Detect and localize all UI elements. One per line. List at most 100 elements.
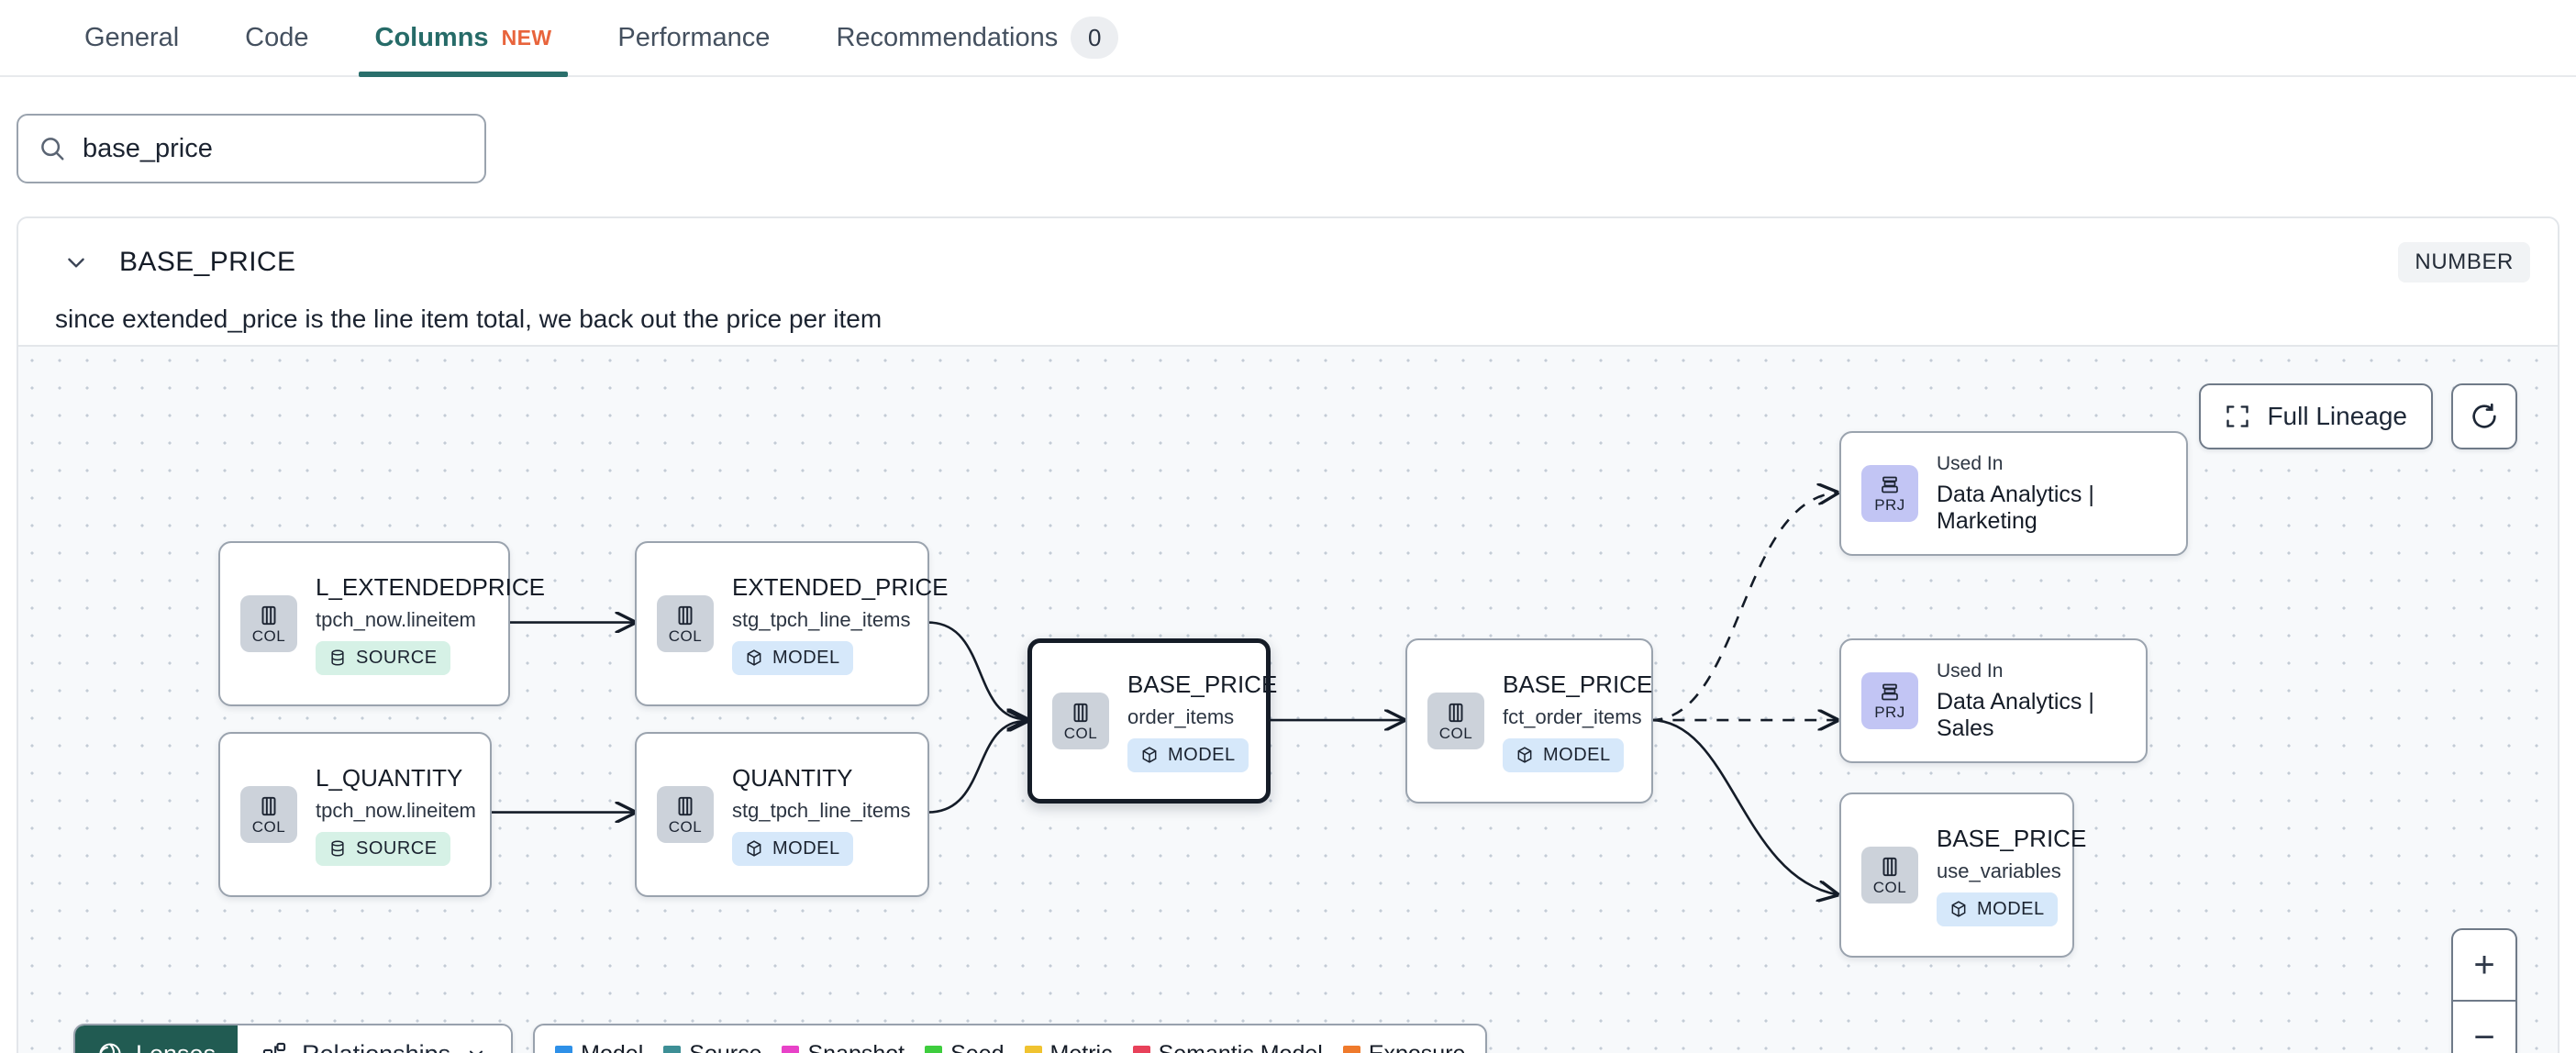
node-subtitle: stg_tpch_line_items bbox=[732, 798, 911, 822]
new-badge: NEW bbox=[501, 25, 552, 50]
col-icon-label: COL bbox=[668, 818, 703, 836]
legend-swatch-exposure bbox=[1342, 1045, 1360, 1053]
legend-item: Semantic Model bbox=[1132, 1041, 1323, 1053]
search-icon bbox=[41, 138, 64, 161]
lineage-canvas[interactable]: Full Lineage + − COL L_EXTENDEDPRICE bbox=[18, 345, 2558, 1053]
node-subtitle: tpch_now.lineitem bbox=[316, 607, 476, 631]
prj-icon: PRJ bbox=[1861, 465, 1918, 522]
prj-icon: PRJ bbox=[1861, 672, 1918, 729]
page-title: BASE_PRICE bbox=[119, 247, 296, 277]
archive-icon bbox=[1882, 683, 1898, 701]
col-icon-label: COL bbox=[1872, 879, 1907, 896]
cube-icon bbox=[747, 649, 761, 666]
legend-label: Exposure bbox=[1369, 1041, 1466, 1053]
database-icon bbox=[331, 649, 344, 666]
legend-swatch-source bbox=[663, 1045, 682, 1053]
chevron-down-icon[interactable] bbox=[64, 250, 88, 274]
lineage-node-base-price-order-items[interactable]: COL BASE_PRICE order_items MODEL bbox=[1027, 638, 1277, 804]
node-tag-label: MODEL bbox=[1977, 898, 2045, 919]
database-icon bbox=[331, 840, 344, 857]
tab-code[interactable]: Code bbox=[212, 0, 341, 75]
prj-icon-label: PRJ bbox=[1874, 704, 1905, 721]
search-box[interactable] bbox=[17, 114, 486, 183]
zoom-controls: + − bbox=[2451, 928, 2517, 1053]
chevron-down-icon bbox=[470, 1050, 483, 1053]
legend-swatch-snapshot bbox=[782, 1045, 800, 1053]
legend-item: Exposure bbox=[1342, 1041, 1466, 1053]
lineage-node-l-quantity[interactable]: COL L_QUANTITY tpch_now.lineitem SOURCE bbox=[218, 732, 492, 897]
node-name: BASE_PRICE bbox=[1937, 824, 2087, 852]
node-type-tag: SOURCE bbox=[316, 831, 450, 866]
node-subtitle: tpch_now.lineitem bbox=[316, 798, 476, 822]
lineage-node-quantity[interactable]: COL QUANTITY stg_tpch_line_items MODEL bbox=[635, 732, 929, 897]
lenses-button[interactable]: Lenses bbox=[75, 1025, 239, 1053]
legend-item: Snapshot bbox=[782, 1041, 905, 1053]
col-icon: COL bbox=[1052, 693, 1109, 749]
node-name: BASE_PRICE bbox=[1503, 670, 1653, 698]
col-icon: COL bbox=[240, 786, 297, 843]
relationships-button[interactable]: Relationships bbox=[238, 1025, 512, 1053]
lineage-node-project-marketing[interactable]: PRJ Used In Data Analytics | Marketing bbox=[1839, 431, 2188, 556]
column-description: since extended_price is the line item to… bbox=[55, 305, 883, 333]
full-lineage-label: Full Lineage bbox=[2267, 402, 2407, 430]
cube-icon bbox=[1517, 747, 1532, 763]
tab-label: General bbox=[84, 22, 180, 52]
zoom-in-button[interactable]: + bbox=[2453, 930, 2515, 1002]
canvas-controls: Full Lineage bbox=[2199, 383, 2517, 449]
node-type-tag: SOURCE bbox=[316, 640, 450, 675]
tab-label: Columns bbox=[374, 22, 489, 52]
node-tag-label: MODEL bbox=[1168, 744, 1236, 765]
node-tag-label: SOURCE bbox=[356, 647, 438, 668]
node-subtitle: use_variables bbox=[1937, 859, 2061, 882]
refresh-icon bbox=[2472, 403, 2496, 428]
col-icon: COL bbox=[1427, 693, 1484, 749]
refresh-button[interactable] bbox=[2451, 383, 2517, 449]
search-input[interactable] bbox=[83, 133, 464, 164]
tab-columns[interactable]: Columns NEW bbox=[342, 0, 585, 77]
tab-label: Recommendations bbox=[836, 22, 1059, 52]
node-subtitle: fct_order_items bbox=[1503, 704, 1642, 728]
project-name: Data Analytics | Marketing bbox=[1937, 481, 2094, 534]
full-lineage-button[interactable]: Full Lineage bbox=[2199, 383, 2433, 449]
zoom-out-button[interactable]: − bbox=[2473, 1016, 2495, 1053]
legend-label: Seed bbox=[950, 1041, 1004, 1053]
cube-icon bbox=[1142, 747, 1157, 763]
edge-dashed bbox=[1650, 493, 1837, 722]
lineage-node-base-price-use-variables[interactable]: COL BASE_PRICE use_variables MODEL bbox=[1839, 793, 2086, 958]
edge-solid bbox=[927, 721, 1027, 814]
legend-swatch-model bbox=[555, 1045, 573, 1053]
project-name: Data Analytics | Sales bbox=[1937, 688, 2094, 741]
node-name: BASE_PRICE bbox=[1127, 670, 1278, 698]
legend-item: Seed bbox=[925, 1041, 1005, 1053]
node-name: L_QUANTITY bbox=[316, 763, 463, 792]
recommendations-count-badge: 0 bbox=[1071, 17, 1119, 59]
cube-icon bbox=[1951, 901, 1966, 917]
tab-performance[interactable]: Performance bbox=[584, 0, 803, 75]
node-type-tag: MODEL bbox=[1127, 737, 1249, 772]
node-type-tag: MODEL bbox=[732, 831, 853, 866]
legend-item: Metric bbox=[1024, 1041, 1113, 1053]
tab-bar: General Code Columns NEW Performance Rec… bbox=[0, 0, 2576, 77]
node-type-tag: MODEL bbox=[732, 640, 853, 675]
node-subtitle: order_items bbox=[1127, 704, 1235, 728]
legend-label: Source bbox=[689, 1041, 761, 1053]
lenses-label: Lenses bbox=[136, 1040, 216, 1053]
legend-item: Model bbox=[555, 1041, 643, 1053]
lineage-node-project-sales[interactable]: PRJ Used In Data Analytics | Sales bbox=[1839, 638, 2148, 763]
lineage-node-extended-price[interactable]: COL EXTENDED_PRICE stg_tpch_line_items M… bbox=[635, 541, 949, 706]
tab-recommendations[interactable]: Recommendations 0 bbox=[803, 0, 1151, 75]
lineage-node-base-price-fct-order-items[interactable]: COL BASE_PRICE fct_order_items MODEL bbox=[1405, 638, 1653, 804]
legend-label: Model bbox=[581, 1041, 643, 1053]
node-name: QUANTITY bbox=[732, 763, 853, 792]
tab-label: Performance bbox=[617, 22, 771, 52]
lineage-node-l-extendedprice[interactable]: COL L_EXTENDEDPRICE tpch_now.lineitem SO… bbox=[218, 541, 545, 706]
tab-general[interactable]: General bbox=[51, 0, 212, 75]
node-type-tag: MODEL bbox=[1937, 892, 2058, 926]
col-icon-label: COL bbox=[1063, 725, 1098, 742]
legend-label: Semantic Model bbox=[1159, 1041, 1323, 1053]
col-icon-label: COL bbox=[251, 818, 286, 836]
node-tag-label: MODEL bbox=[772, 647, 840, 668]
relationships-icon bbox=[262, 1042, 286, 1053]
tab-label: Code bbox=[245, 22, 309, 52]
prj-icon-label: PRJ bbox=[1874, 496, 1905, 514]
